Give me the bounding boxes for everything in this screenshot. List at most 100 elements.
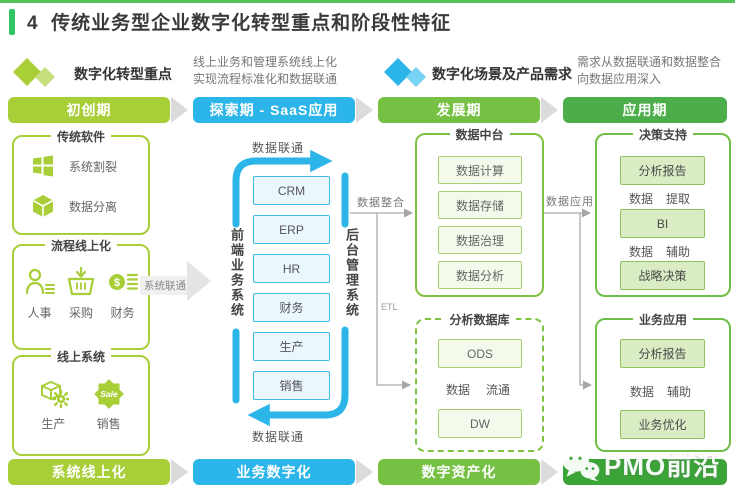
data-link-top-arrow [232,149,333,228]
legend-left-desc-line2: 实现流程标准化和数据联通 [193,72,338,86]
saas-system-box: 财务 [253,293,330,322]
person-icon [25,268,55,295]
page-title: 4 传统业务型企业数字化转型重点和阶段性特征 [27,8,451,35]
watermark: PMO前沿 [560,446,720,483]
svg-text:Sale: Sale [100,389,118,399]
bi-box: BI [620,209,705,238]
flow-label-circulate: 流通 [486,383,511,397]
item-label: 生产 [41,417,66,431]
business-optimize-box: 业务优化 [620,410,705,439]
item-label: 财务 [110,306,135,320]
analysis-database-box: 分析数据库 ODS 数据 流通 DW [415,311,544,452]
sale-badge-icon: Sale [93,379,124,409]
frontend-system-vertical-label: 前端业务系统 [229,228,244,318]
basket-icon [67,266,95,296]
backend-system-vertical-label: 后台管理系统 [344,228,359,318]
cube-icon [32,195,54,217]
big-chevron-icon [187,261,211,301]
analysis-report-box: 分析报告 [620,339,705,368]
item-label: 人事 [27,306,52,320]
arrow-label-data: 数据 [629,192,654,206]
saas-system-box: HR [253,254,330,283]
result-badge-business-digital: 业务数字化 [193,459,355,485]
arrow-label-extract: 提取 [666,192,691,206]
data-platform-box: 数据中台 数据计算 数据存储 数据治理 数据分析 [415,126,544,297]
data-platform-item: 数据计算 [438,156,522,184]
online-systems-title: 线上系统 [50,348,112,365]
list-item: 数据分离 [30,193,117,219]
analysis-report-box: 分析报告 [620,156,705,185]
data-platform-item: 数据分析 [438,261,522,289]
icon-row: 生产 Sale 销售 [14,377,148,432]
item-label: 采购 [68,306,93,320]
list-item: Sale 销售 [93,377,125,432]
stage-badge-application: 应用期 [563,97,727,123]
process-online-title: 流程线上化 [44,237,118,254]
stage-chevron-icon [541,97,558,123]
legend-right-desc: 需求从数据联通和数据整合 向数据应用深入 [577,54,721,88]
saas-cycle-arrows [232,149,349,427]
stage-chevron-icon [171,97,188,123]
legend-left-label: 数字化转型重点 [74,66,172,82]
stage-chevron-icon [356,459,373,485]
icon-row: 人事 采购 $ 财务 [14,266,148,321]
decision-support-box: 决策支持 分析报告 数据 提取 BI 数据 辅助 战略决策 [595,126,731,297]
blue-diamonds-icon [384,58,426,87]
coins-icon: $ [108,273,138,290]
data-platform-item: 数据治理 [438,226,522,254]
production-box-icon [41,380,70,409]
svg-text:$: $ [113,277,119,289]
arrow-label-assist: 辅助 [667,385,692,399]
etl-label: ETL [380,302,399,312]
system-link-label: 系统联通 [140,276,190,295]
legend-right-label: 数字化场景及产品需求 [432,66,572,82]
business-application-box: 业务应用 分析报告 数据 辅助 业务优化 [595,311,731,452]
arrow-label-assist: 辅助 [666,245,691,259]
list-item: 采购 [65,266,97,321]
saas-system-box: 生产 [253,332,330,361]
stage-badge-development: 发展期 [378,97,540,123]
result-badge-data-asset: 数字资产化 [378,459,540,485]
decision-support-title: 决策支持 [632,126,694,143]
lime-diamonds-icon [13,58,55,87]
list-item: 系统割裂 [30,153,117,179]
item-label: 数据分离 [69,199,118,214]
title-number: 4 [27,13,39,34]
traditional-software-box: 传统软件 系统割裂 数据分离 [12,128,150,235]
online-systems-box: 线上系统 生产 S [12,348,150,456]
list-item: $ 财务 [107,266,139,321]
arrow-label-data: 数据 [629,245,654,259]
data-link-bottom-label: 数据联通 [252,430,305,444]
legend-right-desc-line1: 需求从数据联通和数据整合 [577,55,722,69]
stage-badge-startup: 初创期 [8,97,170,123]
dw-box: DW [438,409,522,438]
strategic-decision-box: 战略决策 [620,261,705,290]
list-item: 人事 [24,266,56,321]
top-accent-line [0,0,735,3]
data-integration-label: 数据整合 [357,197,405,209]
etl-branch-arrow [376,213,411,390]
stage-chevron-icon [171,459,188,485]
saas-system-box: CRM [253,176,330,205]
ods-box: ODS [438,339,522,368]
traditional-software-title: 传统软件 [50,128,112,145]
application-branch-arrow [579,213,592,390]
legend-left-desc: 线上业务和管理系统线上化 实现流程标准化和数据联通 [193,54,337,88]
data-link-bottom-arrow [247,326,349,427]
saas-system-box: ERP [253,215,330,244]
watermark-text: PMO前沿 [604,451,721,481]
windows-icon [33,155,53,177]
business-application-title: 业务应用 [632,311,694,328]
analysis-database-title: 分析数据库 [443,311,516,328]
stage-badge-exploration: 探索期 - SaaS应用 [193,97,355,123]
title-accent-bar [9,9,15,35]
stage-chevron-icon [356,97,373,123]
legend-left-desc-line1: 线上业务和管理系统线上化 [193,55,338,69]
data-link-top-label: 数据联通 [252,141,305,155]
arrow-label-data: 数据 [630,385,655,399]
saas-system-box: 销售 [253,371,330,400]
flow-label-data: 数据 [446,383,471,397]
data-platform-item: 数据存储 [438,191,522,219]
result-badge-system-online: 系统线上化 [8,459,170,485]
